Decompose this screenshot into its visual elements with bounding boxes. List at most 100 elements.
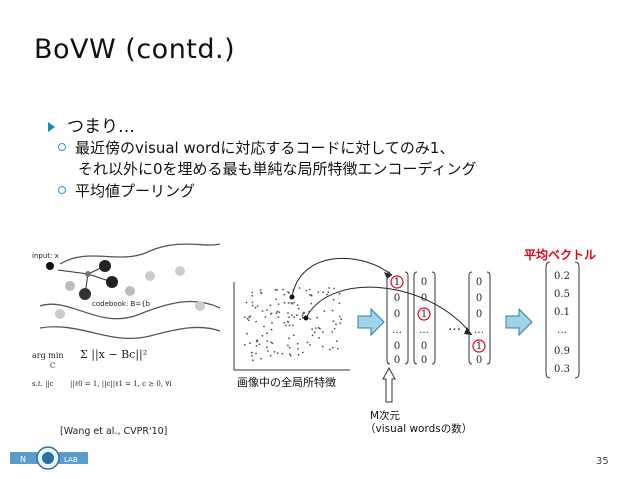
- svg-text:0: 0: [394, 341, 400, 352]
- scatter-dot: [317, 291, 320, 294]
- scatter-dot: [251, 301, 254, 304]
- local-features-label: 画像中の全局所特徴: [237, 376, 336, 389]
- svg-text:0: 0: [476, 309, 482, 320]
- scatter-dot: [251, 291, 254, 294]
- scatter-dot: [245, 301, 248, 304]
- scatter-dot: [276, 289, 278, 291]
- scatter-dot: [275, 298, 277, 301]
- scatter-dot: [327, 291, 330, 293]
- up-arrow-icon: [382, 366, 396, 403]
- scatter-dot: [335, 340, 338, 342]
- scatter-dot: [275, 312, 278, 314]
- scatter-dot: [256, 339, 259, 341]
- svg-text:Σ ||x − Bc||²: Σ ||x − Bc||²: [80, 348, 147, 362]
- svg-text:0: 0: [476, 293, 482, 304]
- scatter-dot: [331, 309, 334, 312]
- sub-bullet-1: 最近傍のvisual wordに対応するコードに対してのみ1、 それ以外に0を埋…: [58, 138, 477, 180]
- scatter-dot: [258, 343, 261, 346]
- svg-text:…: …: [392, 325, 402, 336]
- scatter-dot: [339, 322, 342, 324]
- scatter-dot: [299, 318, 301, 321]
- scatter-dot: [282, 288, 284, 291]
- scatter-dot: [297, 348, 299, 350]
- scatter-dot: [303, 311, 305, 314]
- scatter-dot: [332, 320, 335, 322]
- scatter-dot: [337, 347, 339, 350]
- figure-codebook-label: codebook: B={b: [92, 300, 151, 308]
- scatter-dot: [277, 316, 280, 318]
- svg-text:0.5: 0.5: [554, 289, 570, 300]
- code-vector-1: 1 0 0 … 0 0: [386, 271, 409, 366]
- scatter-dot: [310, 302, 313, 305]
- scatter-dot: [278, 311, 281, 314]
- right-arrow-icon: [357, 307, 385, 337]
- dimension-label-line2: （visual wordsの数）: [365, 423, 473, 435]
- scatter-dot: [331, 331, 334, 333]
- dimension-label-line1: M次元: [370, 410, 401, 422]
- slide-title: BoVW (contd.): [34, 34, 236, 65]
- svg-text:0: 0: [421, 277, 427, 288]
- scatter-dot: [328, 287, 330, 289]
- scatter-dot: [295, 314, 298, 317]
- bullet-arrow-icon: [48, 122, 55, 132]
- scatter-dot: [302, 312, 304, 315]
- scatter-dot: [310, 294, 313, 297]
- scatter-dot: [338, 292, 341, 295]
- scatter-dot: [290, 314, 293, 317]
- figure-input-label: input: x: [32, 252, 59, 260]
- scatter-dot: [309, 294, 311, 296]
- svg-text:LAB: LAB: [64, 456, 78, 464]
- scatter-dot: [255, 352, 257, 355]
- scatter-dot: [306, 341, 309, 344]
- svg-text:…: …: [474, 325, 484, 336]
- scatter-dot: [309, 344, 311, 346]
- code-vector-3: 0 0 0 … 1 0: [468, 271, 491, 366]
- svg-text:0: 0: [476, 355, 482, 366]
- sub-bullet-1-line1: 最近傍のvisual wordに対応するコードに対してのみ1、: [75, 139, 455, 157]
- scatter-dot: [322, 291, 324, 293]
- scatter-dot: [270, 341, 272, 344]
- scatter-dots: [243, 287, 343, 362]
- sub-bullet-2: 平均値プーリング: [58, 181, 195, 202]
- sub-bullet-1-line2: それ以外に0を埋める最も単純な局所特徴エンコーディング: [78, 160, 477, 178]
- scatter-dot: [326, 293, 328, 296]
- sub-bullet-2-text: 平均値プーリング: [75, 182, 196, 200]
- scatter-dot: [296, 304, 299, 306]
- scatter-dot: [277, 303, 280, 305]
- svg-text:0: 0: [476, 277, 482, 288]
- scatter-dot: [314, 327, 317, 329]
- svg-text:1: 1: [394, 277, 400, 288]
- formula-st: s.t. ||c: [32, 380, 54, 388]
- scatter-dot: [333, 287, 335, 290]
- svg-text:1: 1: [421, 309, 427, 320]
- formula-argmin: arg min: [32, 351, 64, 360]
- scatter-dot: [328, 348, 331, 351]
- scatter-dot: [246, 332, 248, 335]
- scatter-dot: [255, 320, 257, 323]
- scatter-dot: [283, 293, 286, 296]
- scatter-dot: [243, 343, 246, 346]
- scatter-dot: [251, 294, 254, 297]
- scatter-dot: [263, 325, 265, 328]
- svg-text:1: 1: [476, 341, 482, 352]
- llc-figure: input: x codebook: B={b arg min C Σ ||x …: [32, 243, 220, 388]
- scatter-dot: [316, 316, 319, 319]
- right-arrow-icon: [505, 307, 533, 337]
- scatter-dot: [301, 314, 304, 317]
- scatter-dot: [308, 288, 311, 291]
- scatter-dot: [276, 310, 279, 313]
- scatter-dot: [256, 305, 259, 307]
- scatter-dot: [274, 288, 277, 291]
- scatter-dot: [301, 351, 304, 354]
- scatter-dot: [297, 307, 300, 310]
- scatter-dot: [288, 316, 290, 319]
- scatter-dot: [266, 340, 269, 342]
- scatter-dot: [296, 342, 299, 345]
- scatter-dot: [333, 327, 336, 330]
- scatter-dot: [311, 328, 313, 330]
- scatter-dot: [331, 346, 334, 349]
- svg-text:…: …: [419, 325, 429, 336]
- scatter-dot: [283, 301, 286, 304]
- ring-bullet-icon: [58, 186, 66, 194]
- scatter-dot: [287, 291, 289, 293]
